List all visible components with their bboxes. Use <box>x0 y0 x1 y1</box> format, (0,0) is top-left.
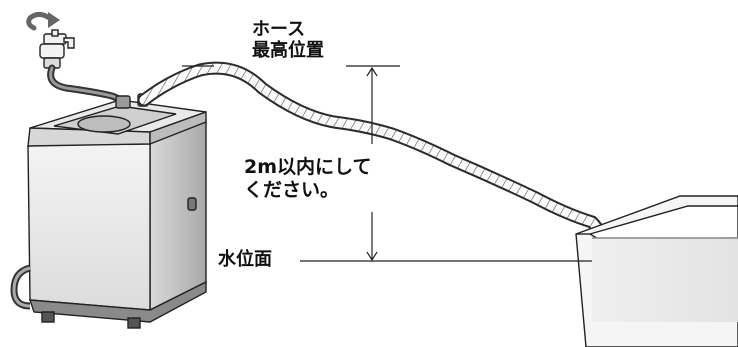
height-limit-label: 2m以内にして ください。 <box>244 156 371 202</box>
height-limit-line2: ください。 <box>244 178 340 201</box>
sink-tub <box>575 195 738 347</box>
height-limit-line1: 2m以内にして <box>244 156 372 178</box>
hose-highest-line2: 最高位置 <box>252 39 324 61</box>
washing-machine <box>27 93 207 329</box>
measurement-lines <box>182 65 592 262</box>
faucet-icon <box>39 29 75 69</box>
drain-hose <box>137 61 617 319</box>
hose-highest-line1: ホース <box>252 19 306 40</box>
rotate-arrow-icon <box>26 12 60 31</box>
hose-highest-label: ホース 最高位置 <box>252 19 324 61</box>
water-level-label: 水位面 <box>218 249 272 270</box>
